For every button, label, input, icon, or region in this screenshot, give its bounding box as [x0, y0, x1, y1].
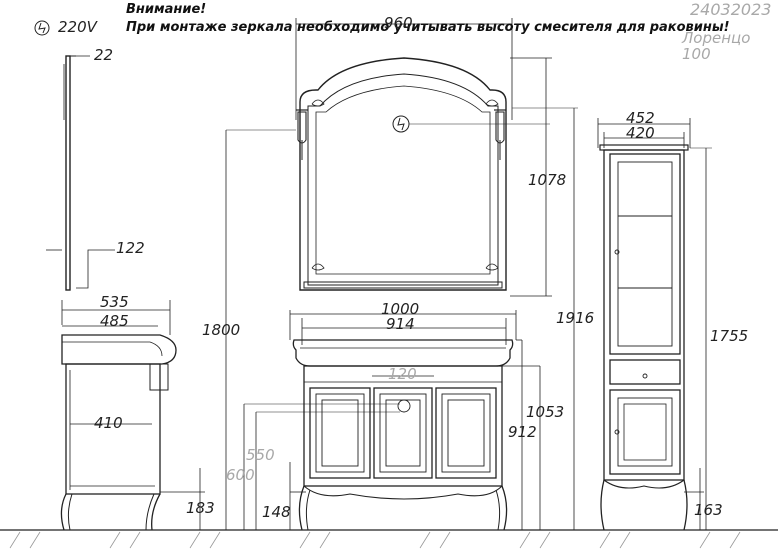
floor-line — [0, 529, 778, 549]
electrical-outlet-icon — [34, 20, 50, 36]
dim-outlet-148: 148 — [262, 503, 291, 521]
dim-column-leg: 163 — [694, 501, 723, 519]
dim-total-height: 1916 — [556, 309, 595, 327]
dim-vanity-center: 120 — [388, 365, 417, 383]
dim-column-height: 1755 — [710, 327, 749, 345]
dim-column-outer-width: 452 — [626, 109, 655, 127]
dim-mirror-height: 1078 — [528, 171, 567, 189]
mirror-outlet-icon — [392, 115, 550, 133]
column-cabinet — [597, 118, 712, 531]
dim-vanity-depth-inner: 485 — [100, 312, 129, 330]
dim-vanity-width-outer: 1000 — [381, 300, 420, 318]
product-name: Лоренцо — [682, 29, 751, 47]
dim-mount-height: 1800 — [202, 321, 241, 339]
dim-mirror-depth-top: 22 — [94, 46, 114, 64]
dim-vanity-width-inner: 914 — [386, 315, 415, 333]
article-code: 24032023 — [690, 0, 772, 19]
dim-mirror-width: 960 — [384, 14, 413, 32]
dim-mirror-depth-bottom: 122 — [116, 239, 145, 257]
dim-outlet-600: 600 — [226, 466, 255, 484]
product-size: 100 — [682, 45, 711, 63]
dim-column-body-width: 420 — [626, 124, 655, 142]
dim-vanity-inner-depth: 410 — [94, 414, 123, 432]
mirror-front — [295, 18, 552, 297]
voltage-label: 220V — [58, 18, 97, 36]
dim-side-leg: 183 — [186, 499, 215, 517]
dim-outlet-550: 550 — [246, 446, 275, 464]
dim-vanity-depth-outer: 535 — [100, 293, 129, 311]
warning-title: Внимание! — [126, 2, 207, 17]
dim-vanity-height: 912 — [508, 423, 537, 441]
warning-text: При монтаже зеркала необходимо учитывать… — [126, 20, 730, 35]
vanity-front — [225, 107, 578, 531]
dim-vanity-height-top: 1053 — [526, 403, 565, 421]
vanity-side-view — [60, 300, 205, 531]
mirror-side-profile — [46, 55, 115, 291]
